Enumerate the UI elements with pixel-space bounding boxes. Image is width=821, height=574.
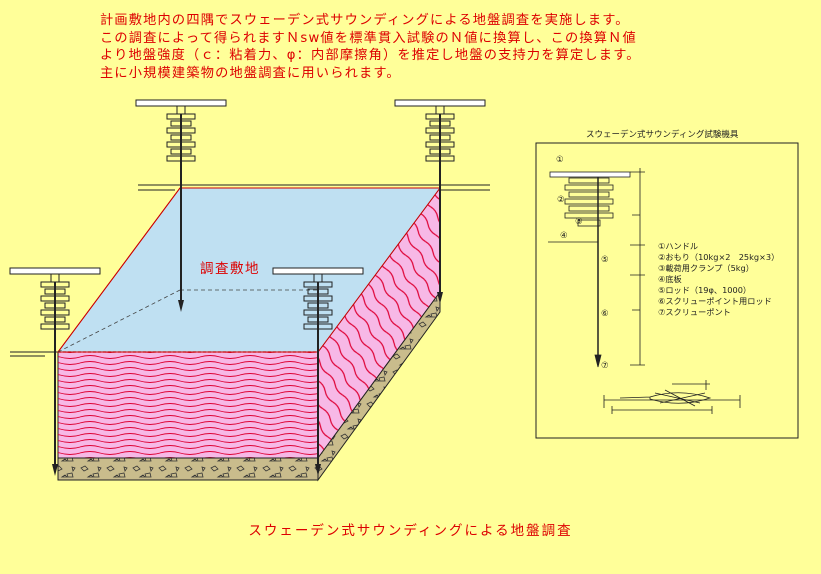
marker-4: ④ bbox=[560, 231, 568, 241]
legend-item-3: ③載荷用クランプ（5kg） bbox=[658, 263, 754, 273]
soil-block bbox=[57, 186, 441, 482]
legend-item-6: ⑥スクリューポイント用ロッド bbox=[658, 296, 772, 306]
gravel-front bbox=[57, 457, 319, 481]
sounding-apparatus-front-left bbox=[9, 267, 101, 476]
legend-item-5: ⑤ロッド（19φ、1000） bbox=[658, 285, 751, 295]
intro-line-3: より地盤強度（ｃ：粘着力、φ：内部摩擦角）を推定し地盤の支持力を算定します。 bbox=[100, 48, 641, 63]
sounding-apparatus-back-right bbox=[394, 99, 486, 304]
marker-1: ① bbox=[556, 155, 564, 165]
legend-item-1: ①ハンドル bbox=[658, 241, 698, 251]
marker-6: ⑥ bbox=[601, 309, 609, 319]
marker-5: ⑤ bbox=[601, 255, 609, 265]
marker-7: ⑦ bbox=[601, 361, 609, 371]
marker-2: ② bbox=[557, 195, 565, 205]
legend-item-4: ④底板 bbox=[658, 274, 682, 284]
intro-line-1: 計画敷地内の四隅でスウェーデン式サウンディングによる地盤調査を実施します。 bbox=[100, 13, 630, 28]
marker-3: ③ bbox=[575, 217, 583, 227]
apparatus-title: スウェーデン式サウンディング試験機具 bbox=[586, 129, 739, 140]
intro-line-2: この調査によって得られますＮsw値を標準貫入試験のＮ値に換算し、この換算Ｎ値 bbox=[100, 30, 637, 46]
intro-line-4: 主に小規模建築物の地盤調査に用いられます。 bbox=[100, 65, 401, 81]
apparatus-legend: ①ハンドル ②おもり（10kg×2 25kg×3） ③載荷用クランプ（5kg） … bbox=[658, 241, 779, 317]
sounding-apparatus-front-right bbox=[272, 267, 364, 476]
intro-text: 計画敷地内の四隅でスウェーデン式サウンディングによる地盤調査を実施します。 この… bbox=[100, 12, 641, 82]
legend-item-7: ⑦スクリューポント bbox=[658, 307, 731, 317]
legend-item-2: ②おもり（10kg×2 25kg×3） bbox=[658, 252, 779, 262]
sounding-apparatus-back-left bbox=[135, 99, 227, 312]
apparatus-drawing bbox=[548, 168, 741, 414]
site-label: 調査敷地 bbox=[200, 261, 260, 277]
diagram-caption: スウェーデン式サウンディングによる地盤調査 bbox=[248, 523, 573, 539]
apparatus-detail-panel: スウェーデン式サウンディング試験機具 ① ② ③ ④ bbox=[535, 129, 799, 439]
